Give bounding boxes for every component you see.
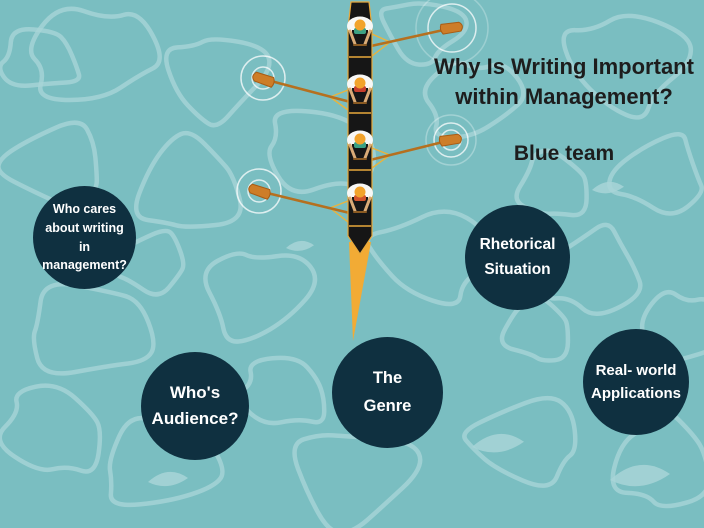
topic-circle-the-genre[interactable]: The Genre	[332, 337, 443, 448]
topic-circle-real-world-applications[interactable]: Real- world Applications	[583, 329, 689, 435]
topic-label-line: Real- world	[595, 361, 677, 379]
rower-icon	[347, 130, 373, 160]
topic-circle-whos-audience[interactable]: Who's Audience?	[141, 352, 249, 460]
team-subtitle: Blue team	[513, 142, 615, 165]
topic-circle-rhetorical-situation[interactable]: Rhetorical Situation	[465, 205, 570, 310]
boat-seats	[349, 56, 371, 227]
topic-label-line: about writing	[45, 220, 124, 235]
oar-icon	[248, 21, 463, 217]
topic-label-line: The	[372, 369, 403, 388]
topic-label-line: management?	[42, 258, 127, 273]
topic-label-line: Genre	[363, 396, 412, 415]
topic-circle-who-cares[interactable]: Who cares about writing in management?	[33, 186, 136, 289]
boat-bow	[349, 242, 371, 341]
topic-label-line: Situation	[484, 260, 551, 278]
topic-label-line: Who's	[169, 382, 221, 402]
topic-label-line: Applications	[590, 385, 681, 402]
topic-label-line: Audience?	[151, 409, 239, 428]
presentation-title: Why Is Writing Important within Manageme…	[424, 52, 704, 111]
topic-label-line: Who cares	[52, 202, 117, 216]
rower-icon	[347, 183, 373, 213]
rower-icon	[347, 74, 373, 104]
topic-label-line: Rhetorical	[479, 235, 556, 253]
title-line-1: Why Is Writing Important	[434, 54, 694, 79]
title-line-2: within Management?	[455, 83, 673, 109]
rower-icon	[347, 16, 373, 46]
topic-label-line: in	[78, 239, 91, 254]
